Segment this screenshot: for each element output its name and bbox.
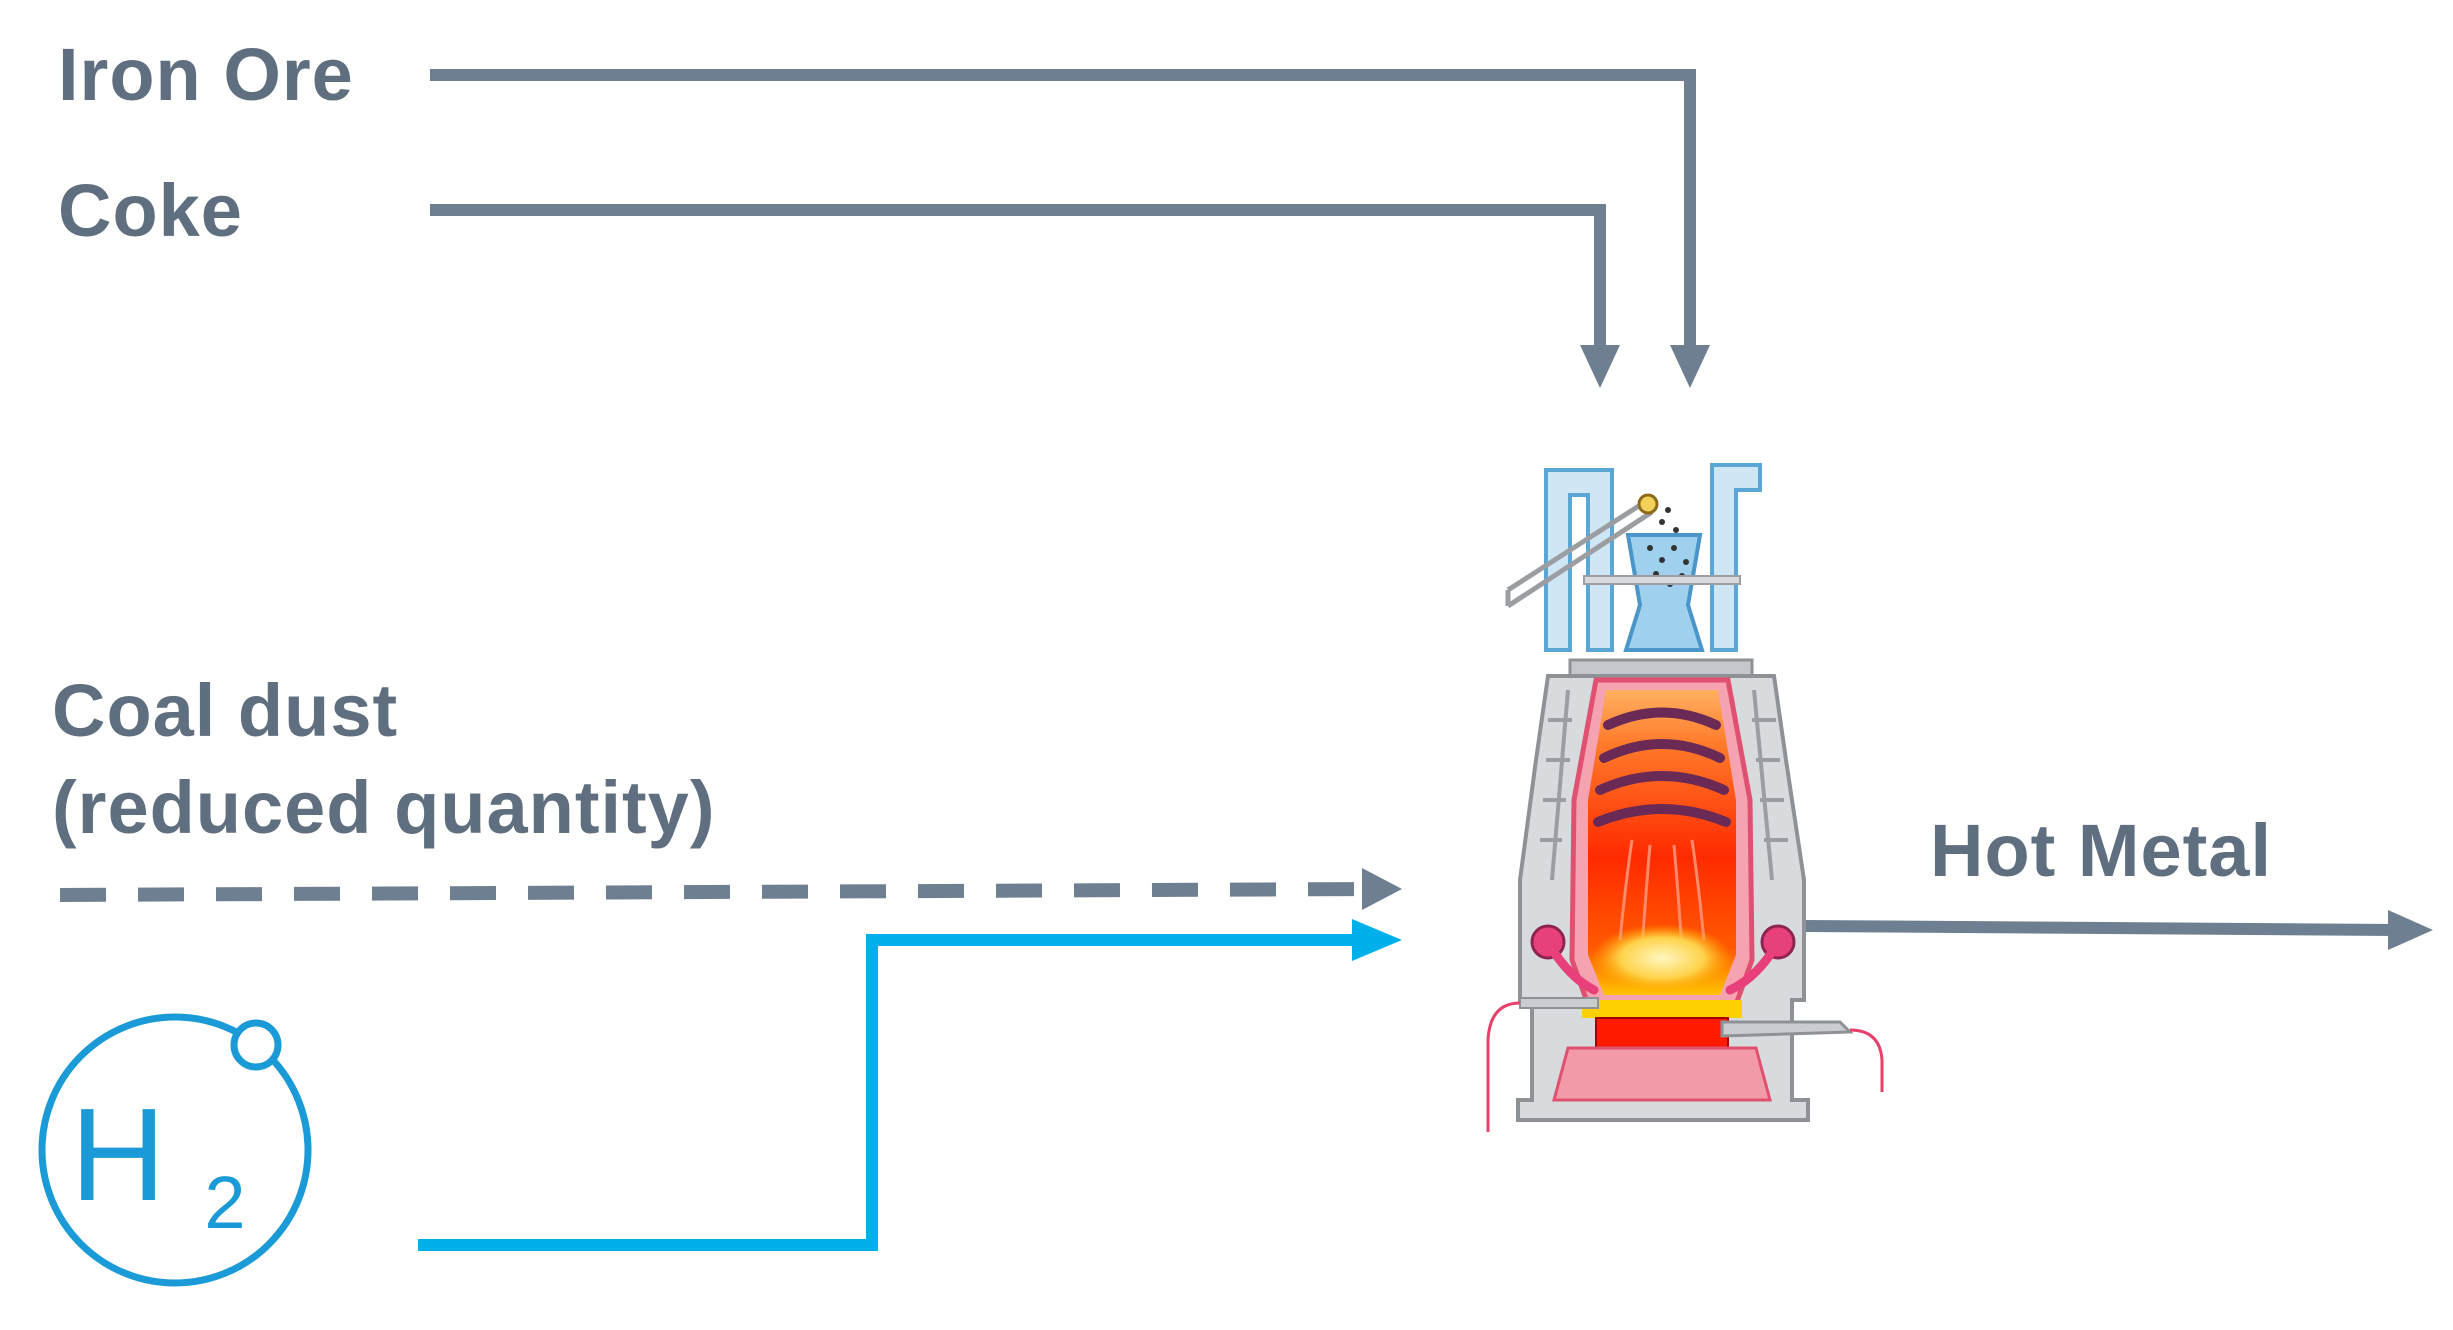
coal-dust-label-line1: Coal dust [52,669,399,752]
hydrogen-symbol: H [70,1081,165,1228]
hot-metal-label: Hot Metal [1930,809,2272,892]
hydrogen-subscript: 2 [204,1161,245,1244]
coal-dust-label-line2: (reduced quantity) [52,766,716,850]
iron-ore-flow-arrow [430,69,1710,388]
coal-dust-flow-arrow [59,868,1402,910]
hot-metal-flow-arrow [1804,910,2433,950]
coal-dust-label: Coal dust (reduced quantity) [52,668,715,850]
coke-label: Coke [58,169,243,252]
hydrogen-flow-arrow [418,919,1402,1251]
coke-flow-arrow [430,204,1620,388]
iron-ore-label: Iron Ore [58,33,354,116]
hydrogen-molecule-icon: H 2 [38,1013,312,1287]
blast-furnace-icon [1486,463,1884,1132]
